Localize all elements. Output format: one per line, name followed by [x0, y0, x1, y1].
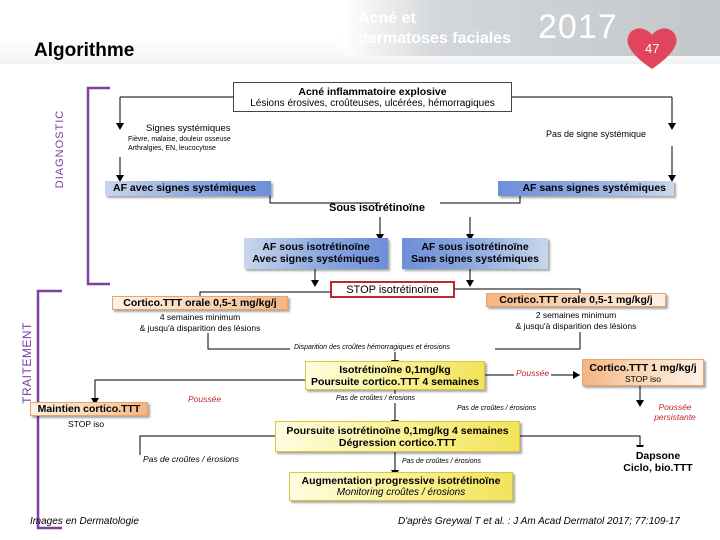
- cortico-left-box: Cortico.TTT orale 0,5-1 mg/kg/j: [112, 296, 288, 310]
- root-box: Acné inflammatoire explosive Lésions éro…: [233, 82, 512, 112]
- sous-iso-label: Sous isotrétinoïne: [329, 202, 425, 214]
- poussee-right-label: Poussée: [514, 368, 552, 378]
- af-sous-avec-box: AF sous isotrétinoïne Avec signes systém…: [244, 238, 388, 269]
- cortico-1mg-line-2: STOP iso: [624, 374, 662, 384]
- poussee-left-label: Poussée: [186, 394, 224, 404]
- diagnostic-label: DIAGNOSTIC: [54, 109, 66, 189]
- signes-detail-2: Arthralgies, EN, leucocytose: [128, 145, 216, 152]
- cortico-right-detail-2: & jusqu'à disparition des lésions: [515, 321, 637, 331]
- page-heart-icon: [622, 24, 682, 72]
- iso-01-line-1: Isotrétinoïne 0,1mg/kg: [339, 364, 451, 376]
- year-label: 2017: [538, 8, 618, 46]
- cortico-1mg-line-1: Cortico.TTT 1 mg/kg/j: [589, 362, 697, 374]
- pas-croutes-3: Pas de croûtes / érosions: [143, 454, 239, 464]
- cortico-left-detail-1: 4 semaines minimum: [159, 312, 241, 322]
- af-sous-avec-line-1: AF sous isotrétinoïne: [262, 241, 370, 253]
- topic-line-1: Acné et: [358, 10, 416, 27]
- augmentation-line-2: Monitoring croûtes / érosions: [336, 487, 466, 498]
- root-line-1: Acné inflammatoire explosive: [298, 86, 447, 98]
- cortico-right-detail-1: 2 semaines minimum: [535, 310, 617, 320]
- af-avec-box: AF avec signes systémiques: [105, 181, 271, 196]
- maintien-box: Maintien cortico.TTT: [30, 402, 148, 416]
- disparition-label: Disparition des croûtes hémorragiques et…: [292, 343, 453, 352]
- iso-01-line-2: Poursuite cortico.TTT 4 semaines: [310, 376, 480, 388]
- poussee-persistante-line-2: persistante: [654, 412, 696, 422]
- af-sans-box: AF sans signes systémiques: [498, 181, 674, 196]
- signes-detail-1: Fièvre, malaise, douleur osseuse: [128, 136, 231, 143]
- pas-croutes-2: Pas de croûtes / érosions: [457, 405, 536, 412]
- af-sous-avec-line-2: Avec signes systémiques: [252, 253, 380, 265]
- af-sous-sans-box: AF sous isotrétinoïne Sans signes systém…: [402, 238, 548, 269]
- page-number: 47: [645, 41, 660, 56]
- dapsone-line-2: Ciclo, bio.TTT: [623, 462, 693, 474]
- topic-line-2: dermatoses faciales: [358, 30, 511, 47]
- cortico-1mg-box: Cortico.TTT 1 mg/kg/j STOP iso: [582, 359, 704, 386]
- poursuite-line-2: Dégression cortico.TTT: [338, 437, 457, 449]
- no-signes: Pas de signe systémique: [546, 129, 647, 139]
- poursuite-box: Poursuite isotrétinoïne 0,1mg/kg 4 semai…: [275, 421, 520, 452]
- poursuite-line-1: Poursuite isotrétinoïne 0,1mg/kg 4 semai…: [286, 425, 509, 437]
- maintien-stop-iso: STOP iso: [68, 419, 105, 429]
- stop-iso-box: STOP isotrétinoïne: [330, 281, 455, 298]
- cortico-right-box: Cortico.TTT orale 0,5-1 mg/kg/j: [486, 293, 666, 307]
- af-sous-sans-line-2: Sans signes systémiques: [411, 253, 539, 265]
- dapsone-box: Dapsone Ciclo, bio.TTT: [612, 447, 704, 476]
- footer-citation: D'après Greywal T et al. : J Am Acad Der…: [398, 516, 680, 527]
- footer-left: Images en Dermatologie: [30, 516, 139, 527]
- pas-croutes-4: Pas de croûtes / érosions: [400, 457, 483, 466]
- poussee-persistante-label: Poussée persistante: [640, 402, 710, 422]
- af-sous-sans-line-1: AF sous isotrétinoïne: [421, 241, 529, 253]
- pas-croutes-1: Pas de croûtes / érosions: [334, 394, 417, 403]
- header-title: Algorithme: [34, 40, 135, 61]
- augmentation-box: Augmentation progressive isotrétinoïne M…: [289, 472, 513, 501]
- poussee-persistante-line-1: Poussée: [658, 402, 692, 412]
- dapsone-line-1: Dapsone: [635, 450, 681, 462]
- cortico-left-detail-2: & jusqu'à disparition des lésions: [139, 323, 261, 333]
- root-line-2: Lésions érosives, croûteuses, ulcérées, …: [250, 98, 495, 109]
- augmentation-line-1: Augmentation progressive isotrétinoïne: [301, 475, 501, 487]
- iso-01-box: Isotrétinoïne 0,1mg/kg Poursuite cortico…: [305, 361, 485, 390]
- signes-title: Signes systémiques: [146, 123, 231, 134]
